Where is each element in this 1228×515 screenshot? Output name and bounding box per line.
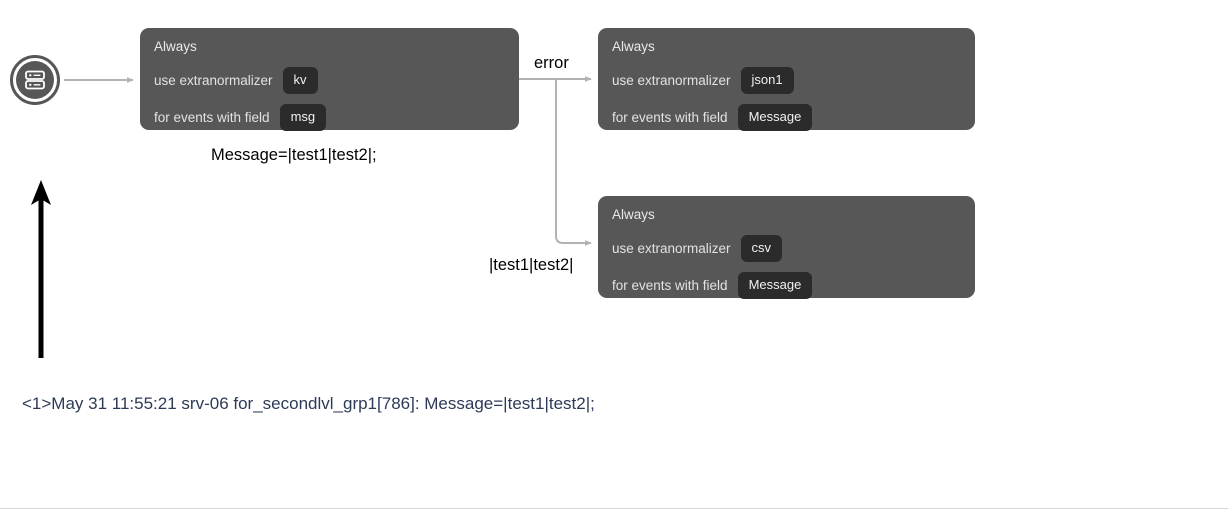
sample-output-csv: |test1|test2|	[489, 256, 574, 274]
chip-normalizer-value[interactable]: json1	[740, 67, 794, 94]
bottom-divider	[0, 508, 1228, 509]
chip-normalizer-value[interactable]: csv	[740, 235, 783, 262]
wire-kv-to-csv	[555, 79, 592, 246]
rule-row-normalizer: use extranormalizer json1	[612, 67, 961, 94]
chip-field-value[interactable]: msg	[279, 104, 327, 131]
raw-log-line: <1>May 31 11:55:21 srv-06 for_secondlvl_…	[22, 394, 595, 413]
rule-node-csv[interactable]: Always use extranormalizer csv for event…	[598, 196, 975, 299]
source-node-disc	[16, 61, 54, 99]
rule-node-title: Always	[612, 207, 655, 222]
rule-row-field: for events with field msg	[154, 104, 505, 131]
sample-output-kv: Message=|test1|test2|;	[211, 146, 377, 164]
rule-label-field: for events with field	[154, 109, 270, 125]
chip-normalizer-value[interactable]: kv	[282, 67, 318, 94]
rule-row-normalizer: use extranormalizer csv	[612, 235, 961, 262]
rule-node-kv[interactable]: Always use extranormalizer kv for events…	[140, 28, 519, 131]
rule-row-normalizer: use extranormalizer kv	[154, 67, 505, 94]
chip-field-value[interactable]: Message	[737, 104, 813, 131]
rule-label-normalizer: use extranormalizer	[612, 240, 731, 256]
database-icon	[24, 70, 46, 90]
rule-label-normalizer: use extranormalizer	[154, 72, 273, 88]
chip-field-value[interactable]: Message	[737, 272, 813, 299]
rule-row-field: for events with field Message	[612, 104, 961, 131]
edge-label-error: error	[534, 54, 569, 72]
rule-node-title: Always	[154, 39, 197, 54]
rule-node-json1[interactable]: Always use extranormalizer json1 for eve…	[598, 28, 975, 131]
rule-node-title: Always	[612, 39, 655, 54]
rule-row-field: for events with field Message	[612, 272, 961, 299]
rule-label-normalizer: use extranormalizer	[612, 72, 731, 88]
rule-label-field: for events with field	[612, 109, 728, 125]
rule-label-field: for events with field	[612, 277, 728, 293]
source-database-node[interactable]	[10, 55, 60, 105]
upward-arrow-icon	[31, 180, 51, 358]
